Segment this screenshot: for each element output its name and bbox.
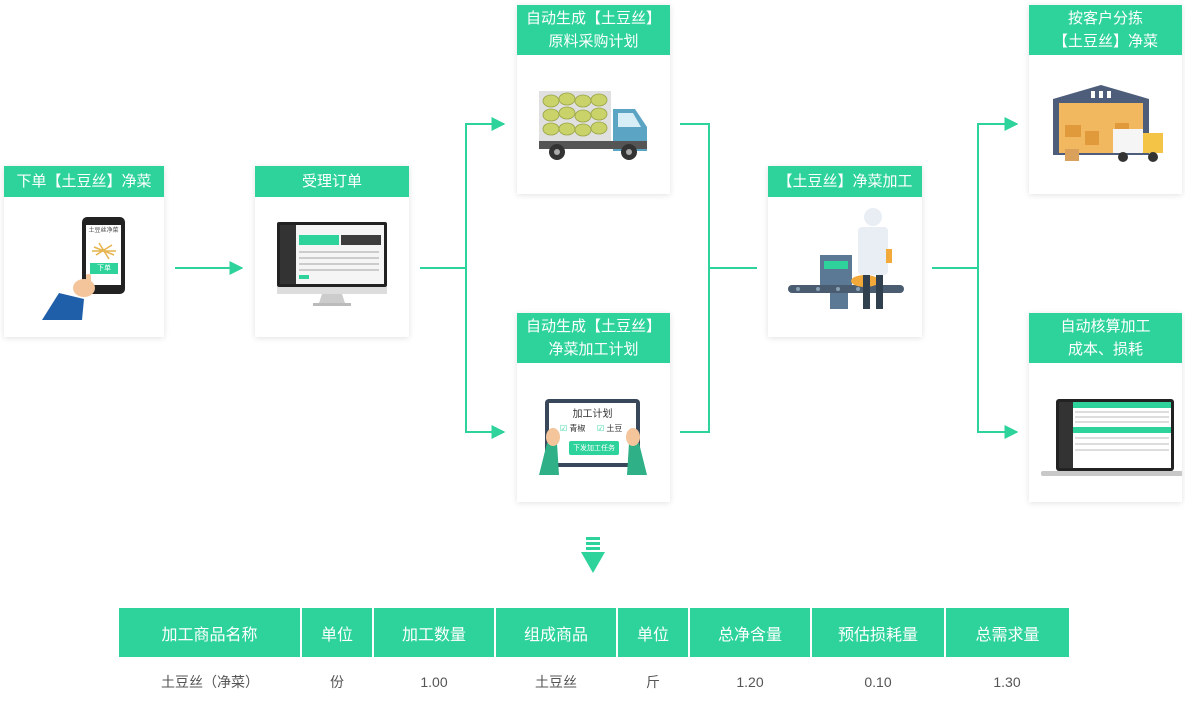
- warehouse-illustration: [1053, 85, 1163, 162]
- table-cell: 份: [330, 674, 344, 690]
- monitor-illustration: [277, 222, 387, 306]
- delivery-truck-illustration: [539, 91, 647, 160]
- phone-hand-illustration: [42, 217, 125, 320]
- step-order-card: 下单【土豆丝】净菜 土豆丝净菜 下单: [4, 166, 164, 337]
- step-sorting-title: 按客户分拣 【土豆丝】净菜: [1029, 5, 1182, 55]
- step-accept-card: 受理订单: [255, 166, 409, 337]
- connector-plans: [680, 123, 710, 433]
- step-accept-title: 受理订单: [255, 166, 409, 197]
- phone-order-button: 下单: [97, 265, 111, 272]
- step-costing-card: 自动核算加工 成本、损耗: [1029, 313, 1185, 502]
- tablet-illustration: [539, 399, 647, 475]
- step-costing-title: 自动核算加工 成本、损耗: [1029, 313, 1182, 363]
- table-cell: 1.00: [420, 674, 448, 690]
- step-processing-card: 【土豆丝】净菜加工: [768, 166, 922, 337]
- table-header: 总需求量: [945, 608, 1069, 657]
- table-header: 加工商品名称: [119, 608, 302, 657]
- tablet-check-2: ☑ 土豆: [597, 424, 623, 433]
- process-summary-table: 加工商品名称 单位 加工数量 组成商品 单位 总净含量 预估损耗量 总需求量 土…: [119, 608, 1069, 707]
- table-header: 加工数量: [373, 608, 496, 657]
- table-cell: 1.30: [993, 674, 1021, 690]
- arrow-accept-to-purchase: [420, 117, 506, 269]
- step-process-plan-title: 自动生成【土豆丝】 净菜加工计划: [517, 313, 670, 363]
- table-cell: 土豆丝: [535, 674, 577, 690]
- step-process-plan-card: 自动生成【土豆丝】 净菜加工计划 加工计划 ☑ 青椒 ☑ 土豆 下发加工任务: [517, 313, 670, 502]
- table-header: 预估损耗量: [811, 608, 946, 657]
- tablet-check-1: ☑ 青椒: [560, 424, 586, 433]
- table-header: 总净含量: [689, 608, 812, 657]
- worker-conveyor-illustration: [788, 208, 904, 309]
- table-row: 土豆丝（净菜） 份 1.00 土豆丝 斤 1.20 0.10 1.30: [119, 657, 1069, 707]
- table-cell: 1.20: [736, 674, 764, 690]
- table-cell: 斤: [646, 674, 660, 690]
- check-icon: ☑: [597, 424, 605, 433]
- step-processing-title: 【土豆丝】净菜加工: [768, 166, 922, 197]
- table-header-row: 加工商品名称 单位 加工数量 组成商品 单位 总净含量 预估损耗量 总需求量: [119, 608, 1069, 657]
- arrow-accept-to-process-plan: [465, 268, 506, 439]
- step-order-title: 下单【土豆丝】净菜: [4, 166, 164, 197]
- table-header: 组成商品: [495, 608, 618, 657]
- check-icon: ☑: [560, 424, 568, 433]
- step-purchase-plan-card: 自动生成【土豆丝】 原料采购计划: [517, 5, 670, 194]
- table-cell: 土豆丝（净菜）: [161, 674, 259, 690]
- table-cell: 0.10: [864, 674, 892, 690]
- step-purchase-plan-title: 自动生成【土豆丝】 原料采购计划: [517, 5, 670, 55]
- step-sorting-card: 按客户分拣 【土豆丝】净菜: [1029, 5, 1182, 194]
- tablet-dispatch-button: 下发加工任务: [573, 445, 615, 452]
- tablet-title: 加工计划: [572, 409, 613, 420]
- table-header: 单位: [617, 608, 690, 657]
- arrow-to-sorting: [932, 117, 1019, 269]
- phone-screen-text: 土豆丝净菜: [88, 228, 119, 234]
- arrow-to-costing: [977, 268, 1019, 439]
- laptop-report-illustration: [1041, 399, 1185, 476]
- table-header: 单位: [301, 608, 374, 657]
- down-arrow-icon: [581, 537, 605, 573]
